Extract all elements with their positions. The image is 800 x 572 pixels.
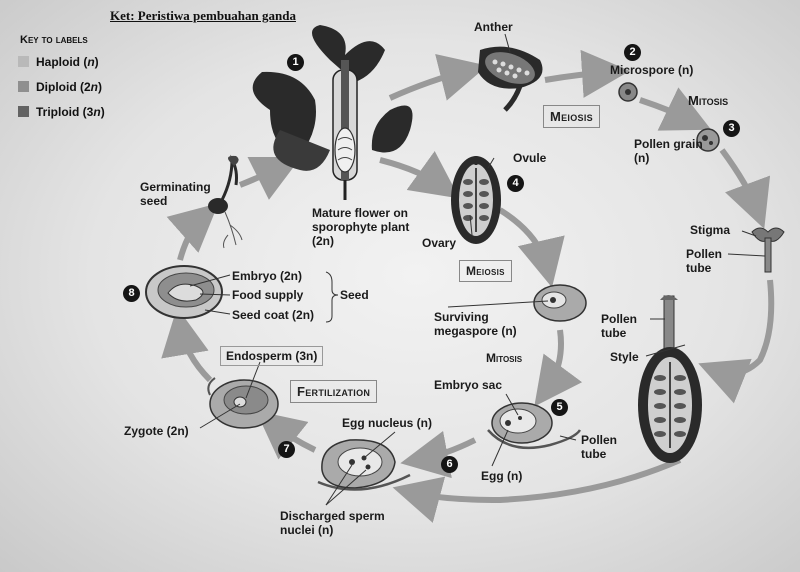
- arrow-flower-to-anther: [388, 53, 488, 101]
- arrow-megaspore-to-embryo-sac: [534, 329, 583, 407]
- pollen-grain-drawing: [696, 128, 720, 152]
- label-pollen-grain: Pollen grain (n): [634, 137, 703, 165]
- label-discharged-sperm: Discharged sperm nuclei (n): [280, 509, 385, 537]
- label-embryo-sac: Embryo sac: [434, 378, 503, 392]
- zygote-drawing: [207, 377, 279, 429]
- step-7-marker: 7: [278, 441, 295, 458]
- label-egg: Egg (n): [481, 469, 523, 483]
- label-surviving-megaspore: Surviving megaspore (n): [434, 310, 517, 338]
- key-label: Haploid (: [36, 55, 88, 69]
- key-item-triploid: Triploid (3n): [18, 105, 105, 119]
- key-label-end: ): [100, 105, 105, 119]
- swatch-diploid: [18, 81, 29, 92]
- label-embryo: Embryo (2n): [232, 269, 303, 283]
- ovary-drawing: [451, 156, 501, 244]
- label-anther: Anther: [474, 20, 513, 34]
- key-label-end: ): [98, 80, 103, 94]
- cycle-arrows: [161, 49, 775, 523]
- key-ploidy: n: [90, 80, 99, 94]
- arrow-to-germinating-seed: [166, 203, 219, 261]
- label-stigma: Stigma: [690, 223, 731, 237]
- megaspore-drawing: [533, 284, 587, 322]
- arrow-pollen-to-stigma: [719, 148, 771, 229]
- label-food-supply: Food supply: [232, 288, 304, 302]
- page-title: Ket: Peristiwa pembuahan ganda: [110, 8, 296, 23]
- key-label-end: ): [94, 55, 99, 69]
- label-meiosis-top: Meiosis: [543, 105, 600, 128]
- mature-flower: [252, 25, 413, 200]
- step-4-marker: 4: [507, 175, 524, 192]
- label-germinating-seed: Germinating seed: [140, 180, 211, 208]
- step-2-marker: 2: [624, 44, 641, 61]
- label-seed: Seed: [340, 288, 369, 302]
- label-ovule: Ovule: [513, 151, 547, 165]
- key-ploidy: n: [93, 105, 101, 119]
- label-fertilization: Fertilization: [290, 380, 378, 403]
- anther-drawing: [478, 46, 543, 112]
- style-ovule-drawing: [638, 295, 702, 463]
- arrow-embryo-sac-to-discharge: [400, 430, 477, 479]
- step-3-marker: 3: [723, 120, 740, 137]
- label-endosperm: Endosperm (3n): [220, 346, 324, 366]
- arrow-ovule-to-discharge: [392, 457, 682, 523]
- arrow-stigma-to-ovule: [698, 279, 775, 404]
- arrow-ovary-to-meiosis: [498, 207, 565, 288]
- seed-drawing: [145, 265, 223, 319]
- label-mitosis-mid: Mitosis: [486, 351, 523, 365]
- key-item-haploid: Haploid (n): [18, 55, 99, 69]
- label-style: Style: [610, 350, 639, 364]
- label-seed-coat: Seed coat (2n): [232, 308, 315, 322]
- key-label: Triploid (3: [36, 105, 94, 119]
- label-pollen-tube-2: Pollen tube: [601, 312, 638, 340]
- key-item-diploid: Diploid (2n): [18, 80, 102, 94]
- arrow-microspore-to-pollen: [639, 87, 712, 131]
- stigma-drawing: [751, 227, 785, 273]
- step-8-marker: 8: [123, 285, 140, 302]
- arrow-to-seed: [161, 307, 213, 383]
- label-egg-nucleus: Egg nucleus (n): [342, 416, 432, 430]
- label-pollen-tube-3: Pollen tube: [581, 433, 618, 461]
- key-label: Diploid (2: [36, 80, 91, 94]
- step-6-marker: 6: [441, 456, 458, 473]
- label-mature-flower: Mature flower on sporophyte plant (2n): [312, 206, 410, 248]
- arrow-to-zygote: [255, 410, 317, 460]
- label-meiosis-mid: Meiosis: [459, 260, 512, 282]
- arrow-flower-to-ovary: [379, 150, 460, 199]
- arrow-to-flower: [238, 156, 302, 200]
- label-mitosis-top: Mitosis: [688, 93, 729, 108]
- swatch-haploid: [18, 56, 29, 67]
- germinating-seed-drawing: [208, 154, 243, 249]
- step-1-marker: 1: [287, 54, 304, 71]
- label-pollen-tube-1: Pollen tube: [686, 247, 723, 275]
- arrow-anther-to-microspore: [544, 49, 630, 98]
- label-ovary: Ovary: [422, 236, 457, 250]
- step-5-marker: 5: [551, 399, 568, 416]
- discharge-drawing: [317, 439, 411, 491]
- key-ploidy: n: [87, 55, 95, 69]
- label-microspore: Microspore (n): [610, 63, 694, 77]
- key-heading: Key to labels: [20, 34, 88, 46]
- label-zygote: Zygote (2n): [124, 424, 189, 438]
- leader-lines: [189, 33, 766, 506]
- swatch-triploid: [18, 106, 29, 117]
